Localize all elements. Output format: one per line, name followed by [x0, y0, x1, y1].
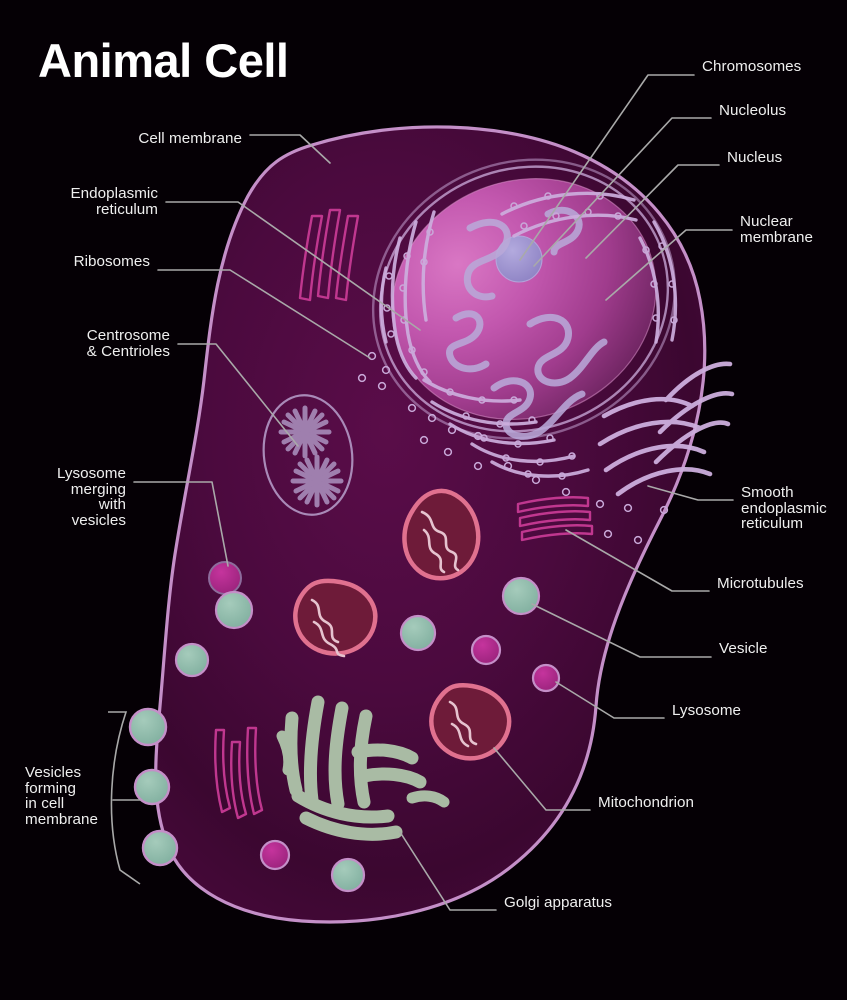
leader-endoplasmic-reticulum: [165, 201, 421, 331]
label-lysosome-merging: Lysosome merging with vesicles: [56, 465, 126, 529]
microtubules-right: [516, 496, 594, 542]
label-vesicles-forming: Vesicles forming in cell membrane: [25, 764, 98, 828]
leader-smooth-er: [647, 485, 734, 501]
label-cell-membrane: Cell membrane: [138, 130, 242, 147]
leader-lysosome-merging: [133, 481, 229, 567]
label-microtubules: Microtubules: [717, 575, 804, 592]
label-mitochondrion: Mitochondrion: [598, 794, 695, 811]
centrosome: [262, 394, 354, 516]
leader-lysosome: [555, 681, 665, 719]
label-golgi-apparatus: Golgi apparatus: [504, 894, 612, 911]
vesicles-forming-in-membrane: [128, 707, 179, 867]
leader-chromosomes: [519, 74, 695, 261]
centriole-1: [278, 405, 332, 459]
lysosome-merging-group: [208, 561, 254, 630]
label-endoplasmic-reticulum: Endoplasmic reticulum: [70, 185, 158, 218]
label-ribosomes: Ribosomes: [73, 253, 150, 270]
leader-nucleus: [585, 164, 720, 259]
mitochondrion-2: [293, 578, 378, 658]
leader-nucleolus: [533, 117, 712, 267]
leader-microtubules: [565, 529, 710, 592]
label-centrosome-centrioles: Centrosome & Centrioles: [86, 327, 170, 360]
smooth-endoplasmic-reticulum: [597, 361, 735, 497]
leader-cell-membrane: [249, 134, 331, 164]
microtubules-lower-left: [214, 726, 264, 820]
leader-nuclear-membrane: [605, 229, 733, 301]
label-nuclear-membrane: Nuclear membrane: [740, 213, 813, 246]
leader-lines: [112, 74, 734, 911]
mitochondrion-1: [402, 488, 481, 581]
label-nucleolus: Nucleolus: [719, 102, 787, 119]
label-lysosome: Lysosome: [672, 702, 742, 719]
label-vesicle: Vesicle: [719, 640, 768, 657]
page-title: Animal Cell: [38, 34, 289, 87]
microtubules-upper: [298, 208, 360, 302]
leader-mitochondrion: [493, 747, 591, 811]
rough-endoplasmic-reticulum: [379, 191, 678, 478]
lysosome-group: [259, 634, 561, 871]
label-smooth-er: Smooth endoplasmic reticulum: [741, 484, 827, 533]
label-nucleus: Nucleus: [727, 149, 783, 166]
leader-vesicle: [531, 603, 712, 658]
centriole-2: [290, 454, 344, 508]
vesicles-forming-bracket: [108, 711, 141, 885]
leader-centrosome: [177, 343, 299, 447]
vesicle-group: [174, 576, 541, 893]
leader-golgi: [399, 831, 497, 911]
leader-ribosomes: [157, 269, 371, 359]
label-chromosomes: Chromosomes: [702, 58, 802, 75]
golgi-vesicle-fragments: [276, 730, 450, 808]
mitochondrion-3: [429, 683, 512, 761]
